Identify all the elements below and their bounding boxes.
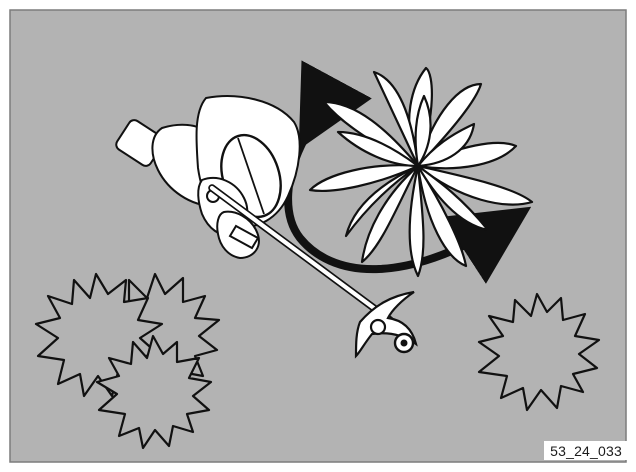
figure-code-label: 53_24_033: [544, 441, 628, 460]
